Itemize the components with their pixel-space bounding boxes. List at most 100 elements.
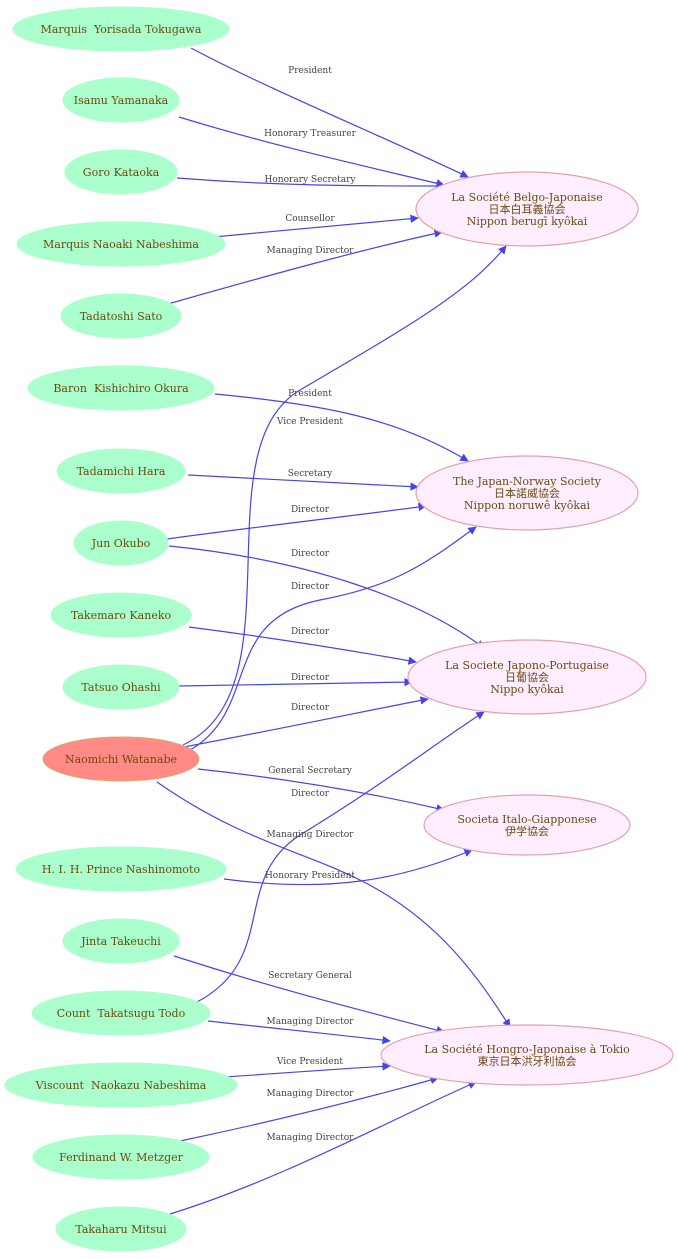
person-node-shape <box>62 77 180 123</box>
edge-watanabe-to-italo: General Secretary <box>197 766 445 813</box>
person-node-label: Tatsuo Ohashi <box>81 681 161 694</box>
edge-line <box>194 711 485 1004</box>
edge-yamanaka-to-belgo: Honorary Treasurer <box>178 116 445 188</box>
edge-okubo-to-norway: Director <box>166 502 427 540</box>
edge-line <box>207 1020 391 1045</box>
edge-nashinomoto-to-italo: Honorary President <box>223 849 473 886</box>
person-node-jinta-takeuchi[interactable]: Jinta Takeuchi <box>62 918 180 964</box>
person-node-label: Tadatoshi Sato <box>80 310 163 323</box>
person-node-goro-kataoka[interactable]: Goro Kataoka <box>64 149 178 195</box>
edge-line <box>178 677 413 687</box>
edge-line <box>223 1062 391 1078</box>
person-node-label: Count Takatsugu Todo <box>57 1007 186 1020</box>
edge-todo-to-hongro: Managing Director <box>207 1017 391 1045</box>
edge-label: President <box>288 389 332 399</box>
person-node-shape <box>15 846 227 892</box>
edge-line <box>212 214 419 238</box>
person-node-tadatoshi-sato[interactable]: Tadatoshi Sato <box>60 293 182 339</box>
edge-line <box>214 393 469 462</box>
person-node-jun-okubo[interactable]: Jun Okubo <box>73 520 169 566</box>
edge-label: Vice President <box>276 417 344 427</box>
edge-line <box>167 229 443 305</box>
person-node-label: Isamu Yamanaka <box>74 94 169 107</box>
society-node-hongro[interactable]: La Société Hongro-Japonaise à Tokio東京日本洪… <box>380 1024 674 1086</box>
society-node-label-line: La Société Hongro-Japonaise à Tokio <box>424 1043 630 1056</box>
person-node-label: Ferdinand W. Metzger <box>59 1151 184 1164</box>
society-node-label-line: Nippon berugī kyôkai <box>467 215 588 228</box>
person-node-shape <box>4 1062 238 1108</box>
person-node-tadamichi-hara[interactable]: Tadamichi Hara <box>56 448 186 494</box>
society-node-label-line: 日本白耳義協会 <box>489 202 566 216</box>
person-node-takemaro-kaneko[interactable]: Takemaro Kaneko <box>50 592 192 638</box>
edge-ohashi-to-portugal: Director <box>178 673 413 687</box>
edge-metzger-to-hongro: Managing Director <box>179 1076 439 1142</box>
edge-nabeshima_naoaki-to-belgo: Counsellor <box>212 214 419 238</box>
person-node-label: H. I. H. Prince Nashinomoto <box>42 863 201 876</box>
edge-label: Director <box>291 673 330 683</box>
society-node-label-line: La Societe Japono-Portugaise <box>445 659 609 672</box>
society-node-label-line: Nippo kyôkai <box>490 683 564 696</box>
edge-label: Director <box>291 549 330 559</box>
society-node-shape <box>407 639 647 715</box>
person-node-label: Jun Okubo <box>91 537 151 550</box>
person-node-label: Naomichi Watanabe <box>65 753 177 766</box>
person-node-label: Viscount Naokazu Nabeshima <box>35 1079 207 1092</box>
edge-takeuchi-to-hongro: Secretary General <box>173 955 445 1035</box>
society-node-label-line: La Société Belgo-Japonaise <box>451 191 603 204</box>
society-node-shape <box>415 171 639 247</box>
edge-label: Honorary Treasurer <box>264 129 356 139</box>
person-node-takaharu-mitsui[interactable]: Takaharu Mitsui <box>55 1206 187 1252</box>
society-node-label-line: 東京日本洪牙利協会 <box>478 1054 577 1068</box>
edge-label: Director <box>291 582 330 592</box>
edge-okubo-to-portugal: Director <box>168 545 485 649</box>
person-node-baron-kishichiro-okura[interactable]: Baron Kishichiro Okura <box>27 365 215 411</box>
society-node-shape <box>380 1024 674 1086</box>
person-node-shape <box>50 592 192 638</box>
edge-label: General Secretary <box>268 766 352 776</box>
person-node-viscount-naokazu-nabeshima[interactable]: Viscount Naokazu Nabeshima <box>4 1062 238 1108</box>
edge-line <box>168 545 485 649</box>
person-node-marquis-naoaki-nabeshima[interactable]: Marquis Naoaki Nabeshima <box>16 221 226 267</box>
edge-label: Honorary President <box>265 871 355 881</box>
edge-line <box>197 768 445 813</box>
edge-nabeshima_naokazu-to-hongro: Vice President <box>223 1057 391 1078</box>
edge-sato-to-belgo: Managing Director <box>167 229 443 305</box>
society-node-label-line: 日本諾威協会 <box>494 486 560 500</box>
edge-label: Director <box>291 789 330 799</box>
person-node-label: Baron Kishichiro Okura <box>53 382 189 395</box>
edge-line <box>178 116 445 188</box>
person-node-h-i-h-prince-nashinomoto[interactable]: H. I. H. Prince Nashinomoto <box>15 846 227 892</box>
person-node-shape <box>31 990 211 1036</box>
society-node-shape <box>415 455 639 531</box>
person-node-shape <box>16 221 226 267</box>
person-node-count-takatsugu-todo[interactable]: Count Takatsugu Todo <box>31 990 211 1036</box>
person-node-tatsuo-ohashi[interactable]: Tatsuo Ohashi <box>62 664 180 710</box>
person-node-marquis-yorisada-tokugawa[interactable]: Marquis Yorisada Tokugawa <box>12 6 230 52</box>
edge-line <box>173 955 445 1035</box>
person-node-isamu-yamanaka[interactable]: Isamu Yamanaka <box>62 77 180 123</box>
edge-okura-to-norway: President <box>214 389 469 462</box>
edge-line <box>176 177 445 191</box>
society-node-belgo[interactable]: La Société Belgo-Japonaise日本白耳義協会Nippon … <box>415 171 639 247</box>
edge-label: President <box>288 66 332 76</box>
edge-label: Counsellor <box>285 214 335 224</box>
society-node-label-line: The Japan-Norway Society <box>453 475 602 488</box>
edge-watanabe-to-portugal: Director <box>183 696 429 748</box>
edge-label: Managing Director <box>267 1133 355 1143</box>
edge-label: Secretary General <box>268 971 352 981</box>
edge-watanabe-to-hongro: Managing Director <box>156 781 511 1028</box>
person-node-naomichi-watanabe[interactable]: Naomichi Watanabe <box>42 736 200 782</box>
edge-label: Managing Director <box>267 246 355 256</box>
edge-mitsui-to-hongro: Managing Director <box>169 1081 477 1215</box>
person-node-ferdinand-w-metzger[interactable]: Ferdinand W. Metzger <box>32 1134 210 1180</box>
edge-line <box>187 474 419 491</box>
edge-watanabe-to-belgo: Vice President <box>182 245 507 746</box>
person-node-shape <box>42 736 200 782</box>
person-node-label: Takemaro Kaneko <box>71 609 172 622</box>
